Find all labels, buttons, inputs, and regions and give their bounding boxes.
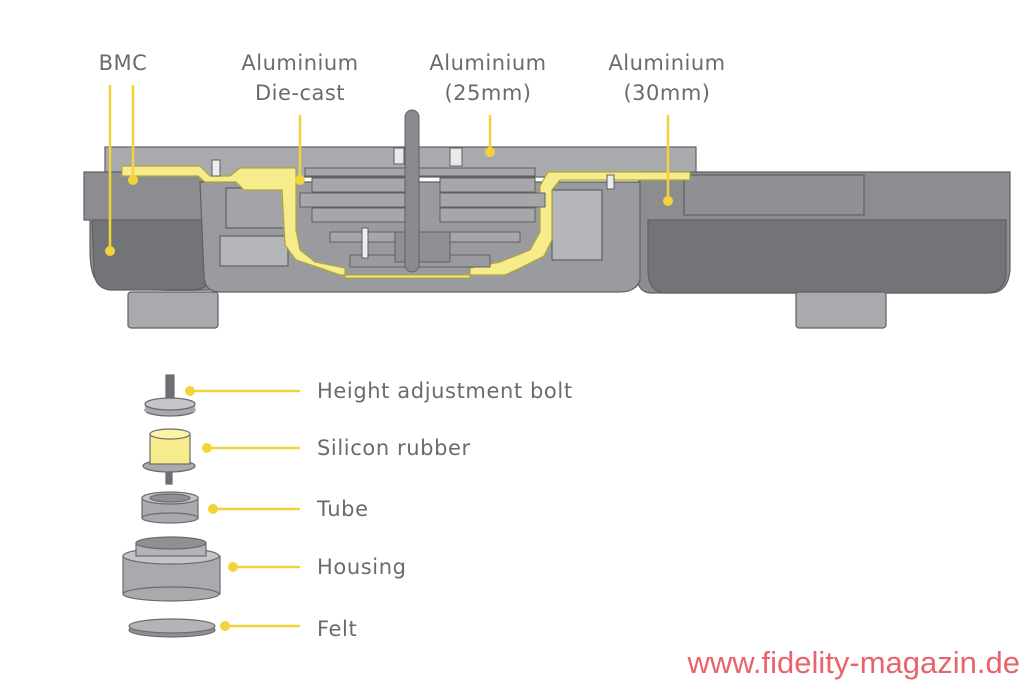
foot-silicon-icon [142,428,196,485]
label-tube: Tube [317,497,369,521]
top-leaders [105,85,673,256]
aluminium-die-cast-chassis [121,165,691,279]
label-line2: (25mm) [444,81,532,105]
label-bmc: BMC [88,48,158,78]
label-housing: Housing [317,555,407,579]
label-aluminium-30mm: Aluminium (30mm) [587,48,747,108]
platter-motor-assembly [211,109,615,273]
label-silicon-rubber: Silicon rubber [317,436,471,460]
label-line2: (30mm) [623,81,711,105]
label-height-adjustment-bolt: Height adjustment bolt [317,379,573,403]
label-aluminium-die-cast: Aluminium Die-cast [220,48,380,108]
label-line1: Aluminium [241,51,359,75]
label-line1: Aluminium [608,51,726,75]
foot-leaders [185,386,300,631]
label-line1: Aluminium [429,51,547,75]
watermark: www.fidelity-magazin.de [687,645,1020,680]
foot-housing-icon [122,536,221,602]
foot-felt-icon [128,618,216,638]
foot-bolt-icon [144,374,196,417]
foot-tube-icon [141,491,199,524]
label-line2: Die-cast [254,81,346,105]
label-aluminium-25mm: Aluminium (25mm) [408,48,568,108]
plinth-feet [127,291,887,329]
label-felt: Felt [317,617,358,641]
label-bmc-line1: BMC [98,51,148,75]
